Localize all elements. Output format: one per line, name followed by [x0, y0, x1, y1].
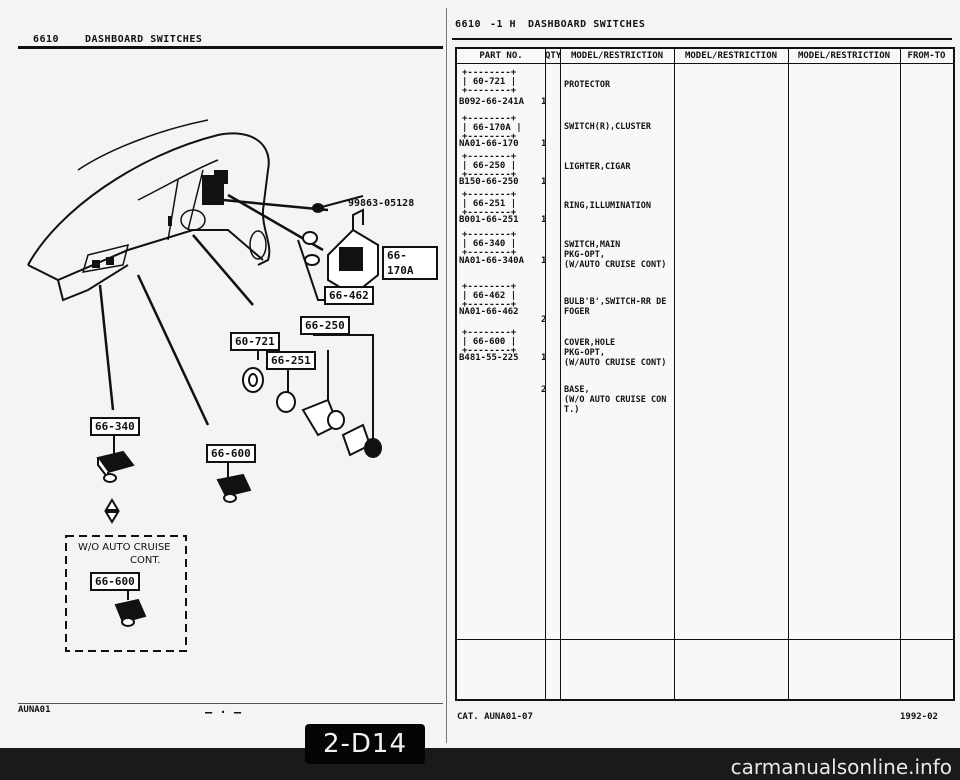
callout-60-721: 60-721: [230, 332, 280, 351]
quantity: 2: [541, 385, 547, 395]
footer-left-code: AUNA01: [18, 705, 51, 715]
quantity: 1: [541, 353, 547, 363]
col-divider-2: [560, 49, 561, 699]
footer-catalog: CAT. AUNA01-07: [457, 712, 533, 722]
right-header-code: 6610: [455, 19, 482, 30]
left-header-title: DASHBOARD SWITCHES: [85, 34, 203, 45]
callout-66-170A: 66-170A: [382, 246, 438, 280]
part-number: B481-55-225: [459, 353, 519, 363]
part-number: B150-66-250: [459, 177, 519, 187]
col-divider-4: [788, 49, 789, 699]
ref-box: +--------+| 66-251 |+--------+: [462, 190, 517, 218]
right-header-suffix: -1 H: [490, 19, 517, 30]
quantity: 1: [541, 215, 547, 225]
right-header-title: DASHBOARD SWITCHES: [528, 19, 646, 30]
note-line-2: CONT.: [130, 555, 161, 566]
callout-66-600-note: 66-600: [90, 572, 140, 591]
quantity: 1: [541, 139, 547, 149]
quantity: 2: [541, 315, 547, 325]
part-number: NA01-66-340A: [459, 256, 525, 266]
page-number: 2-D14: [305, 724, 425, 764]
quantity: 1: [541, 256, 547, 266]
screw-part-label: 99863-05128: [348, 198, 415, 209]
description: RING,ILLUMINATION: [564, 201, 651, 211]
footer-left-rule: [18, 703, 443, 704]
exploded-diagram: 99863-05128 66-170A 66-462 66-250 60-721…: [18, 60, 438, 680]
ref-box: +--------+| 66-462 |+--------+: [462, 282, 517, 310]
part-number: B001-66-251: [459, 215, 519, 225]
col-header-part-no: PART NO.: [479, 51, 523, 61]
ref-box: +--------+| 66-600 |+--------+: [462, 328, 517, 356]
watermark: carmanualsonline.info: [730, 755, 952, 779]
part-number: NA01-66-170: [459, 139, 519, 149]
col-header-qty: QTY: [545, 51, 562, 61]
callout-66-340: 66-340: [90, 417, 140, 436]
right-header-rule: [452, 38, 952, 40]
left-header-rule: [18, 46, 443, 49]
description: LIGHTER,CIGAR: [564, 162, 631, 172]
ref-box: +--------+| 66-340 |+--------+: [462, 230, 517, 258]
ref-box: +--------+| 66-250 |+--------+: [462, 152, 517, 180]
note-line-1: W/O AUTO CRUISE: [78, 542, 171, 553]
col-header-model-2: MODEL/RESTRICTION: [684, 51, 778, 61]
callout-66-462: 66-462: [324, 286, 374, 305]
bottom-divider: [457, 639, 953, 640]
parts-table: PART NO. QTY MODEL/RESTRICTION MODEL/RES…: [455, 47, 955, 701]
dashboard-illustration: [27, 119, 382, 652]
col-divider-3: [674, 49, 675, 699]
col-divider-1: [545, 49, 546, 699]
center-divider: [446, 8, 447, 743]
callout-66-600: 66-600: [206, 444, 256, 463]
footer-dashes: — · —: [205, 705, 242, 719]
quantity: 1: [541, 177, 547, 187]
ref-box: +--------+| 66-170A |+--------+: [462, 114, 522, 142]
col-header-model-3: MODEL/RESTRICTION: [797, 51, 891, 61]
col-header-from-to: FROM-TO: [907, 51, 946, 61]
description: SWITCH(R),CLUSTER: [564, 122, 651, 132]
callout-66-251: 66-251: [266, 351, 316, 370]
col-divider-5: [900, 49, 901, 699]
header-divider: [457, 63, 953, 64]
part-number: B092-66-241A: [459, 97, 525, 107]
left-header-code: 6610: [33, 34, 60, 45]
part-number: NA01-66-462: [459, 307, 519, 317]
description: PROTECTOR: [564, 80, 611, 90]
col-header-model-1: MODEL/RESTRICTION: [570, 51, 664, 61]
ref-box: +--------+| 60-721 |+--------+: [462, 68, 517, 96]
quantity: 1: [541, 97, 547, 107]
callout-66-250: 66-250: [300, 316, 350, 335]
bottom-scan-bar: [0, 748, 960, 780]
footer-date: 1992-02: [900, 712, 938, 722]
